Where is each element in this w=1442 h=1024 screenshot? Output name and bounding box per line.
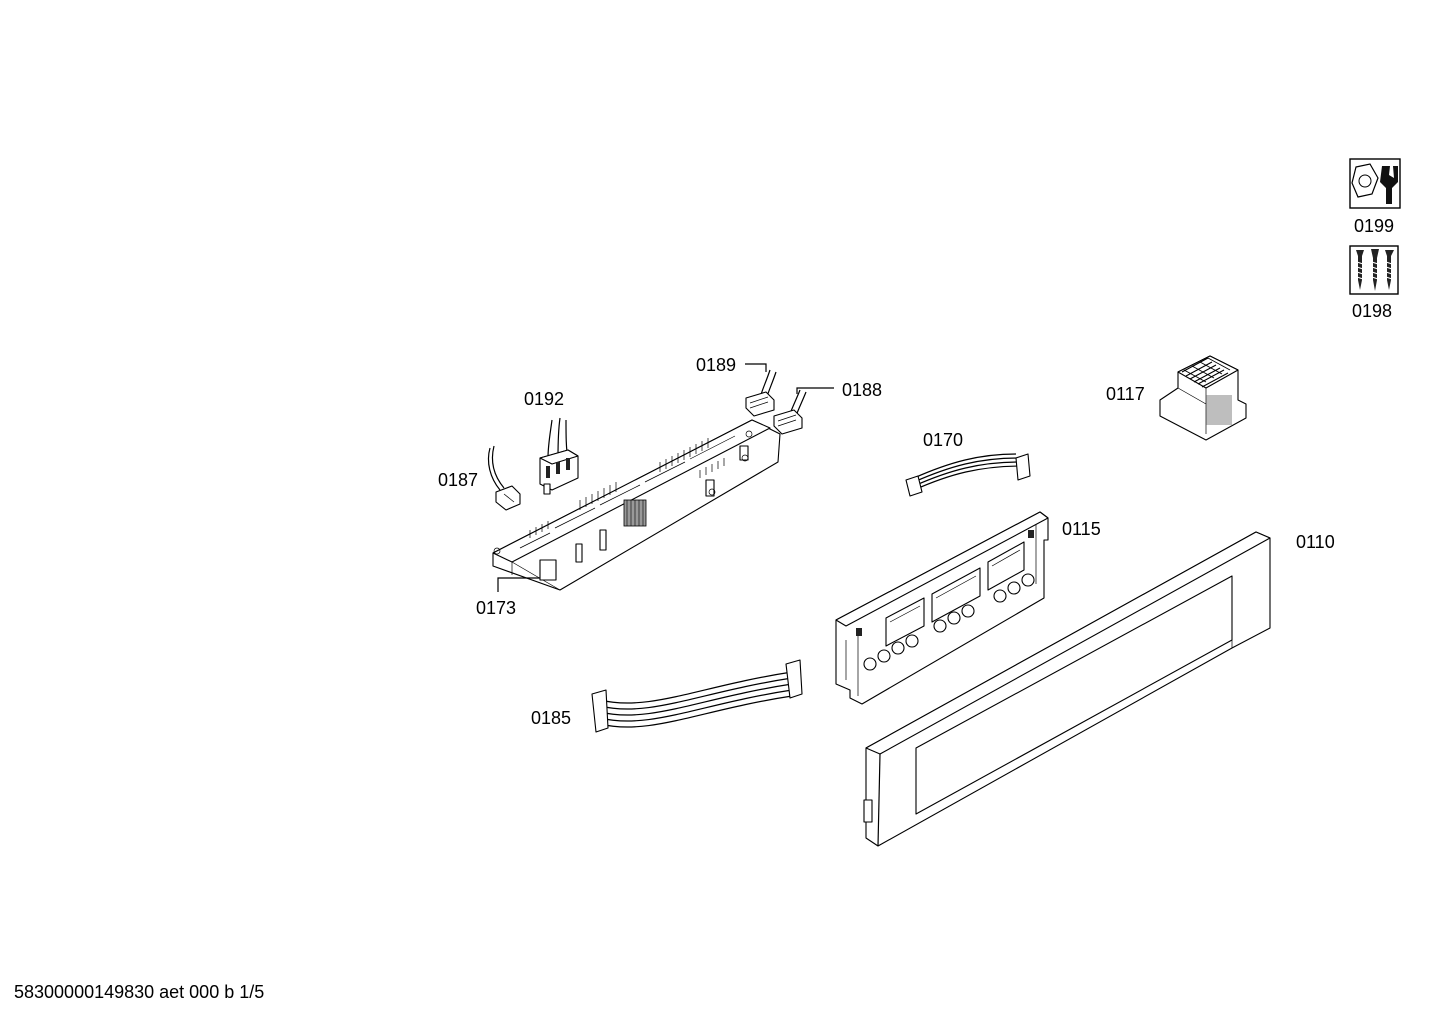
- drawing-number: 58300000149830 aet 000 b 1/5: [14, 982, 264, 1002]
- wrench-nut-icon[interactable]: [1349, 158, 1401, 209]
- cable-connector-0189[interactable]: [745, 369, 777, 417]
- control-panel-frame[interactable]: [835, 511, 1049, 705]
- ribbon-cable-0185[interactable]: [591, 659, 803, 733]
- callout-0187: 0187: [438, 470, 478, 490]
- callout-0199: 0199: [1354, 216, 1394, 236]
- callout-0185: 0185: [531, 708, 571, 728]
- cable-connector-small[interactable]: [487, 445, 521, 511]
- callout-0192: 0192: [524, 389, 564, 409]
- callout-0110: 0110: [1296, 532, 1335, 552]
- callout-0170: 0170: [923, 430, 963, 450]
- relay-component[interactable]: [539, 417, 579, 495]
- heat-sink[interactable]: [1159, 355, 1247, 441]
- control-module-housing[interactable]: [492, 419, 781, 591]
- front-fascia-panel[interactable]: [863, 531, 1271, 847]
- ribbon-cable-0170[interactable]: [905, 453, 1031, 497]
- cable-connector-0188[interactable]: [773, 389, 807, 435]
- callout-0115: 0115: [1062, 519, 1101, 539]
- screws-icon[interactable]: [1349, 245, 1399, 295]
- callout-0189: 0189: [696, 355, 736, 375]
- callout-0117: 0117: [1106, 384, 1145, 404]
- callout-0173: 0173: [476, 598, 516, 618]
- callout-0198: 0198: [1352, 301, 1392, 321]
- callout-0188: 0188: [842, 380, 882, 400]
